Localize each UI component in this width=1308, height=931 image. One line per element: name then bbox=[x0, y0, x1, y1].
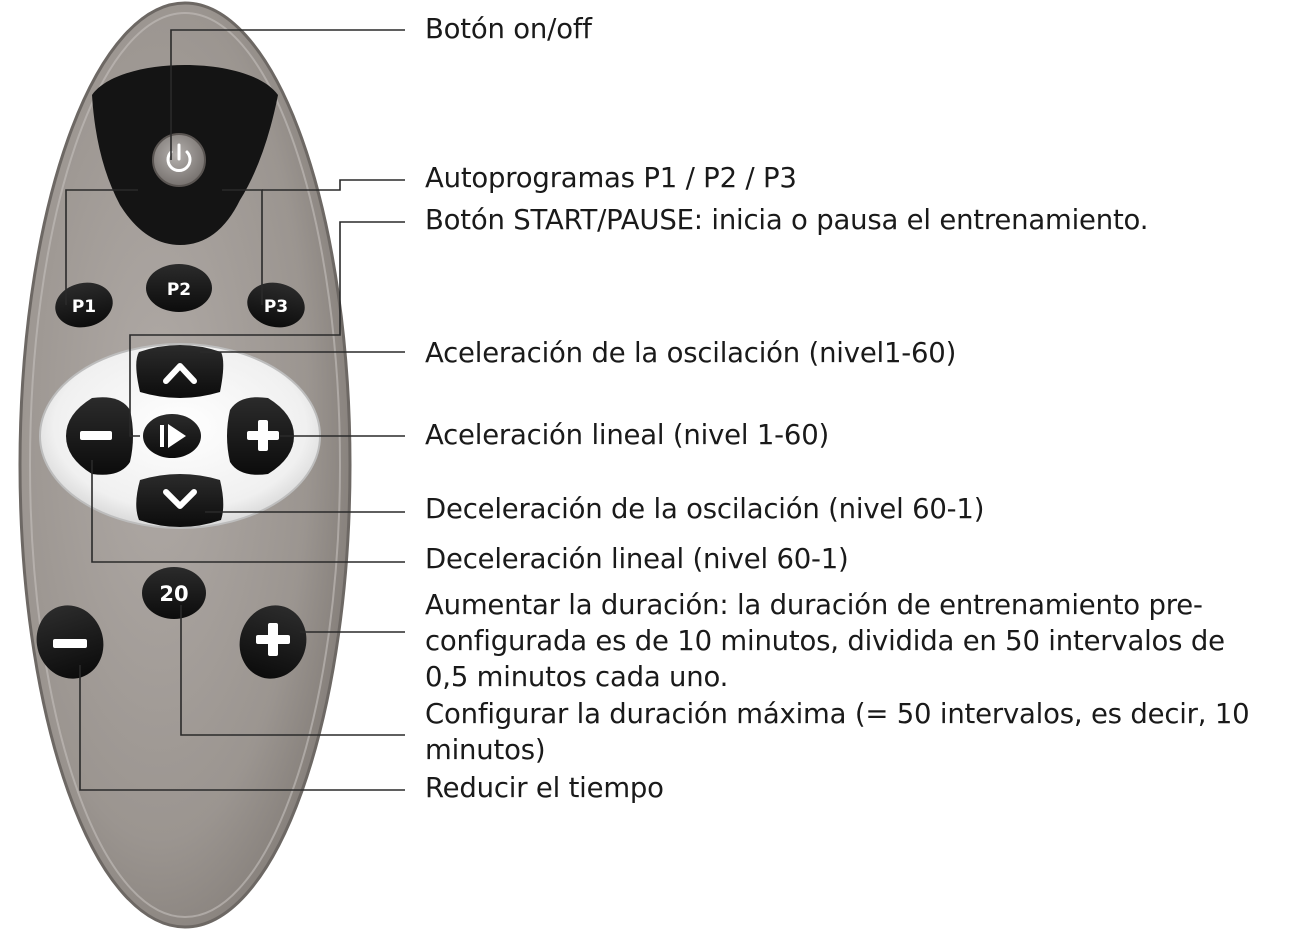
label-time-up-2: configurada es de 10 minutos, dividida e… bbox=[425, 625, 1225, 657]
label-max-time-2: minutos) bbox=[425, 734, 546, 766]
plus-icon bbox=[247, 420, 279, 451]
label-power: Botón on/off bbox=[425, 13, 592, 45]
label-autoprograms: Autoprogramas P1 / P2 / P3 bbox=[425, 162, 797, 194]
label-time-down: Reducir el tiempo bbox=[425, 772, 664, 804]
chevron-up-icon bbox=[163, 363, 197, 384]
oscillation-down-button[interactable] bbox=[136, 474, 224, 527]
minus-icon bbox=[53, 639, 87, 648]
leader-lines bbox=[65, 29, 405, 791]
p2-label: P2 bbox=[167, 280, 191, 300]
label-osc-up: Aceleración de la oscilación (nivel1-60) bbox=[425, 337, 957, 369]
remote-body-highlight bbox=[29, 12, 341, 918]
start-pause-button[interactable] bbox=[143, 414, 201, 458]
leader-timer-max bbox=[180, 605, 405, 736]
leader-linear-down bbox=[91, 460, 405, 563]
chevron-down-icon bbox=[163, 489, 197, 509]
timer-max-label: 20 bbox=[159, 582, 188, 606]
p2-button[interactable]: P2 bbox=[146, 264, 212, 312]
minus-icon bbox=[80, 431, 112, 440]
time-down-button[interactable] bbox=[27, 597, 113, 688]
leader-time-down bbox=[79, 665, 405, 791]
play-pause-icon bbox=[160, 424, 186, 448]
leader-autoprog bbox=[262, 179, 405, 191]
label-linear-down: Deceleración lineal (nivel 60-1) bbox=[425, 543, 849, 575]
time-up-button[interactable] bbox=[230, 597, 316, 688]
label-linear-up: Aceleración lineal (nivel 1-60) bbox=[425, 419, 830, 451]
p3-label: P3 bbox=[264, 297, 288, 317]
power-button[interactable] bbox=[152, 133, 206, 187]
label-osc-down: Deceleración de la oscilación (nivel 60-… bbox=[425, 493, 985, 525]
leader-start bbox=[129, 221, 405, 437]
linear-up-button[interactable] bbox=[227, 397, 294, 475]
plus-icon bbox=[256, 623, 290, 656]
linear-down-button[interactable] bbox=[66, 397, 133, 475]
p1-button[interactable]: P1 bbox=[51, 277, 117, 332]
label-time-up-1: Aumentar la duración: la duración de ent… bbox=[425, 589, 1203, 621]
p1-label: P1 bbox=[72, 297, 96, 317]
label-time-up-3: 0,5 minutos cada uno. bbox=[425, 661, 729, 693]
label-max-time-1: Configurar la duración máxima (= 50 inte… bbox=[425, 698, 1250, 730]
power-icon bbox=[166, 143, 192, 172]
timer-max-button[interactable]: 20 bbox=[142, 567, 206, 619]
label-start-pause: Botón START/PAUSE: inicia o pausa el ent… bbox=[425, 204, 1149, 236]
leader-power bbox=[170, 29, 405, 160]
oscillation-up-button[interactable] bbox=[136, 345, 224, 398]
leader-p1 bbox=[65, 189, 138, 305]
